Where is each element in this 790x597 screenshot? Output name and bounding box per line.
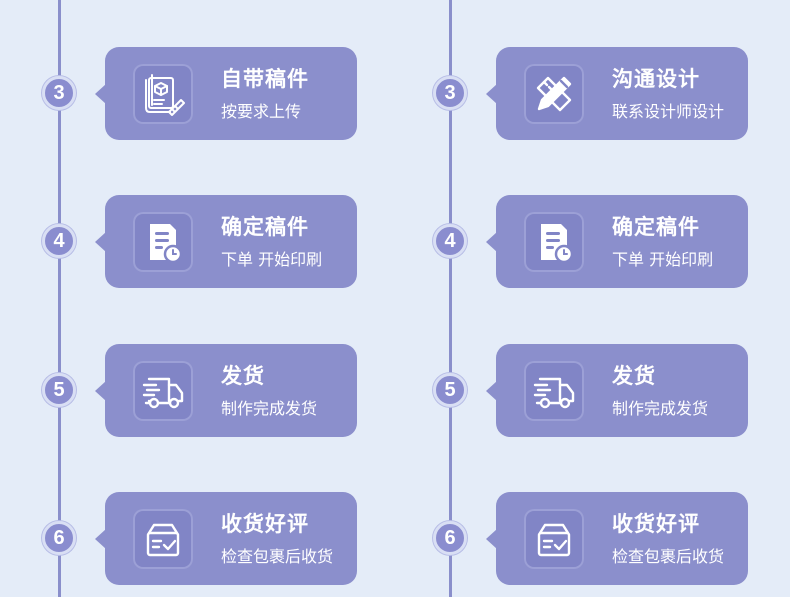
- left-process-column: 3 自带稿件 按要求上传 4: [0, 0, 395, 597]
- step-subtitle: 制作完成发货: [221, 399, 318, 418]
- step-card: 发货 制作完成发货: [95, 344, 357, 437]
- step-number: 4: [42, 224, 76, 258]
- step-subtitle: 检查包裹后收货: [612, 547, 725, 566]
- design-draft-icon: [133, 64, 193, 124]
- step-title: 自带稿件: [221, 67, 309, 91]
- step-number: 3: [433, 76, 467, 110]
- process-step: 5 发货 制作完成发货: [391, 344, 786, 437]
- step-number: 4: [433, 224, 467, 258]
- process-step: 4 确定稿件 下单 开始印刷: [391, 195, 786, 288]
- step-number: 6: [42, 521, 76, 555]
- step-title: 收货好评: [612, 512, 700, 536]
- step-title: 收货好评: [221, 512, 309, 536]
- package-check-icon: [133, 509, 193, 569]
- delivery-truck-icon: [524, 361, 584, 421]
- timeline-line: [449, 0, 452, 597]
- step-number: 3: [42, 76, 76, 110]
- step-card: 沟通设计 联系设计师设计: [486, 47, 748, 140]
- step-title: 发货: [612, 364, 656, 388]
- document-clock-icon: [133, 212, 193, 272]
- process-step: 3 自带稿件 按要求上传: [0, 47, 395, 140]
- step-card: 确定稿件 下单 开始印刷: [486, 195, 748, 288]
- delivery-truck-icon: [133, 361, 193, 421]
- process-step: 5 发货 制作完成发货: [0, 344, 395, 437]
- step-subtitle: 检查包裹后收货: [221, 547, 334, 566]
- step-title: 发货: [221, 364, 265, 388]
- document-clock-icon: [524, 212, 584, 272]
- step-subtitle: 联系设计师设计: [612, 102, 725, 121]
- step-subtitle: 下单 开始印刷: [221, 250, 323, 269]
- package-check-icon: [524, 509, 584, 569]
- step-number: 6: [433, 521, 467, 555]
- step-number: 5: [433, 373, 467, 407]
- step-card: 收货好评 检查包裹后收货: [95, 492, 357, 585]
- step-card: 自带稿件 按要求上传: [95, 47, 357, 140]
- process-step: 3 沟通设计 联系设计师设计: [391, 47, 786, 140]
- process-step: 6 收货好评 检查包裹后收货: [0, 492, 395, 585]
- process-step: 4 确定稿件 下单 开始印刷: [0, 195, 395, 288]
- step-subtitle: 下单 开始印刷: [612, 250, 714, 269]
- step-number: 5: [42, 373, 76, 407]
- right-process-column: 3 沟通设计 联系设计师设计 4: [391, 0, 786, 597]
- step-title: 确定稿件: [221, 215, 309, 239]
- timeline-line: [58, 0, 61, 597]
- step-card: 发货 制作完成发货: [486, 344, 748, 437]
- step-card: 收货好评 检查包裹后收货: [486, 492, 748, 585]
- step-subtitle: 制作完成发货: [612, 399, 709, 418]
- step-card: 确定稿件 下单 开始印刷: [95, 195, 357, 288]
- step-subtitle: 按要求上传: [221, 102, 302, 121]
- step-title: 沟通设计: [612, 67, 700, 91]
- pencil-ruler-icon: [524, 64, 584, 124]
- step-title: 确定稿件: [612, 215, 700, 239]
- process-step: 6 收货好评 检查包裹后收货: [391, 492, 786, 585]
